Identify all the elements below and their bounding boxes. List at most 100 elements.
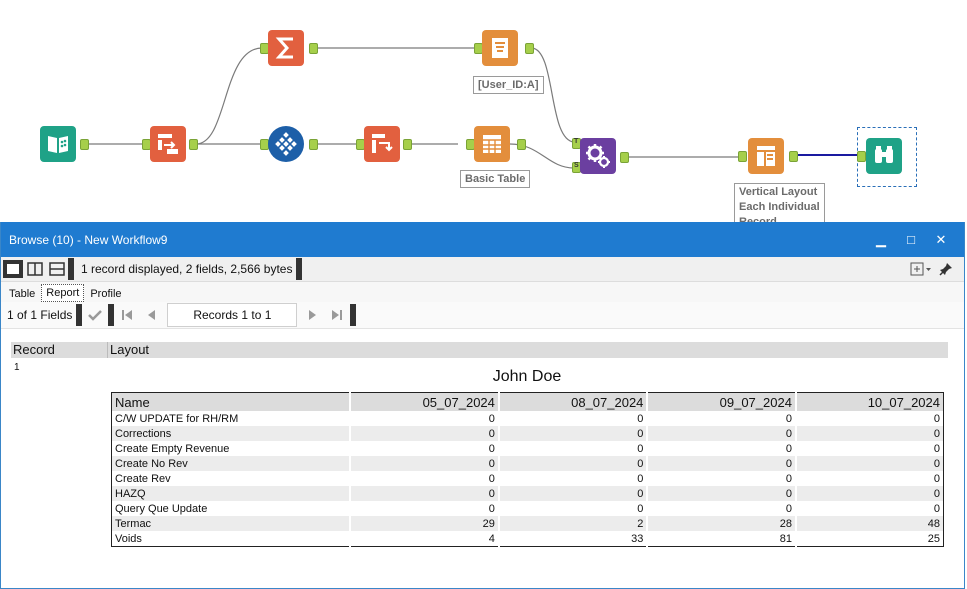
table-cell: Create Rev [112,471,351,486]
table-cell: 29 [350,516,499,531]
table-cell: 0 [647,441,796,456]
checkmark-icon[interactable] [83,305,107,325]
transpose-icon [369,131,395,157]
column-header-layout[interactable]: Layout [107,342,149,358]
table-cell: 4 [350,531,499,547]
toolbar-separator [108,304,114,326]
table-cell: 33 [499,531,648,547]
anchor-tag-s: S [574,162,579,169]
table-cell: 0 [350,426,499,441]
table-row: C/W UPDATE for RH/RM 0 0 0 0 [112,411,944,426]
browse-title: Browse (10) - New Workflow9 [9,233,866,247]
layout-tool[interactable] [748,138,784,174]
table-cell: 0 [647,501,796,516]
report-header-row: Name 05_07_2024 08_07_2024 09_07_2024 10… [112,393,944,412]
close-button[interactable]: ✕ [926,232,956,248]
basic-table-label: Basic Table [460,170,530,188]
transpose-tool[interactable] [364,126,400,162]
table-cell: Query Que Update [112,501,351,516]
table-cell: 25 [796,531,944,547]
add-view-icon[interactable] [908,260,934,278]
input-data-tool[interactable] [40,126,76,162]
table-cell: 0 [499,411,648,426]
first-record-icon[interactable] [115,305,139,325]
toolbar-separator [350,304,356,326]
input-anchor[interactable] [738,151,747,162]
output-anchor[interactable] [525,43,534,54]
browse-tool[interactable] [866,138,902,174]
toolbar-separator [296,258,302,280]
toolbar-separator [68,258,74,280]
record-navigation: 1 of 1 Fields Records 1 to 1 [1,302,964,329]
pin-icon[interactable] [936,260,956,278]
table-row: Corrections 0 0 0 0 [112,426,944,441]
table-cell: HAZQ [112,486,351,501]
binoculars-icon [871,143,897,169]
tab-report[interactable]: Report [41,284,84,302]
table-cell: 0 [350,501,499,516]
workflow-canvas[interactable]: [User_ID:A] Basic Table T S [0,0,967,222]
report-column-header: 10_07_2024 [796,393,944,412]
split-vertical-icon[interactable] [25,260,45,278]
toolbar-separator [76,304,82,326]
vertical-layout-label: Vertical Layout Each Individual Record [734,183,825,223]
report-table: Name 05_07_2024 08_07_2024 09_07_2024 10… [111,392,944,547]
table-cell: 28 [647,516,796,531]
table-cell: 48 [796,516,944,531]
minimize-button[interactable]: ▁ [866,232,896,248]
output-anchor[interactable] [620,152,629,163]
view-tabs: Table Report Profile [1,282,964,302]
split-horizontal-icon[interactable] [47,260,67,278]
records-range[interactable]: Records 1 to 1 [167,303,297,327]
column-header-record[interactable]: Record [13,342,55,357]
tab-table[interactable]: Table [5,286,39,302]
crosstab-icon [155,131,181,157]
table-cell: 0 [647,486,796,501]
crosstab-tool[interactable] [150,126,186,162]
layout-icon [753,143,779,169]
output-anchor[interactable] [309,43,318,54]
join-tool[interactable] [268,126,304,162]
next-record-icon[interactable] [301,305,325,325]
output-anchor[interactable] [189,139,198,150]
table-cell: 0 [796,426,944,441]
table-cell: Create No Rev [112,456,351,471]
output-anchor[interactable] [789,151,798,162]
table-cell: C/W UPDATE for RH/RM [112,411,351,426]
table-cell: 0 [647,426,796,441]
layout-macro-tool[interactable] [580,138,616,174]
browse-titlebar[interactable]: Browse (10) - New Workflow9 ▁ □ ✕ [1,222,964,257]
maximize-button[interactable]: □ [896,232,926,247]
report-text-tool[interactable] [482,30,518,66]
report-title: John Doe [111,368,943,386]
report-column-header: 08_07_2024 [499,393,648,412]
table-icon [479,131,505,157]
last-record-icon[interactable] [325,305,349,325]
output-anchor[interactable] [80,139,89,150]
table-cell: 0 [796,411,944,426]
summarize-tool[interactable] [268,30,304,66]
grid-header: Record Layout [11,342,948,358]
table-row: Create No Rev 0 0 0 0 [112,456,944,471]
table-cell: 0 [350,456,499,471]
filter-tool-label: [User_ID:A] [473,76,544,94]
output-anchor[interactable] [403,139,412,150]
table-cell: 0 [350,471,499,486]
row-number: 1 [14,362,20,373]
tab-profile[interactable]: Profile [86,286,125,302]
table-cell: 0 [499,471,648,486]
previous-record-icon[interactable] [139,305,163,325]
output-anchor[interactable] [517,139,526,150]
report-column-header: 09_07_2024 [647,393,796,412]
report-column-header: 05_07_2024 [350,393,499,412]
book-icon [45,131,71,157]
table-cell: 0 [350,411,499,426]
input-anchor[interactable] [857,151,866,162]
single-view-icon[interactable] [3,260,23,278]
basic-table-tool[interactable] [474,126,510,162]
table-row: Query Que Update 0 0 0 0 [112,501,944,516]
table-cell: 0 [796,456,944,471]
table-cell: 0 [499,441,648,456]
output-anchor[interactable] [309,139,318,150]
table-cell: 81 [647,531,796,547]
